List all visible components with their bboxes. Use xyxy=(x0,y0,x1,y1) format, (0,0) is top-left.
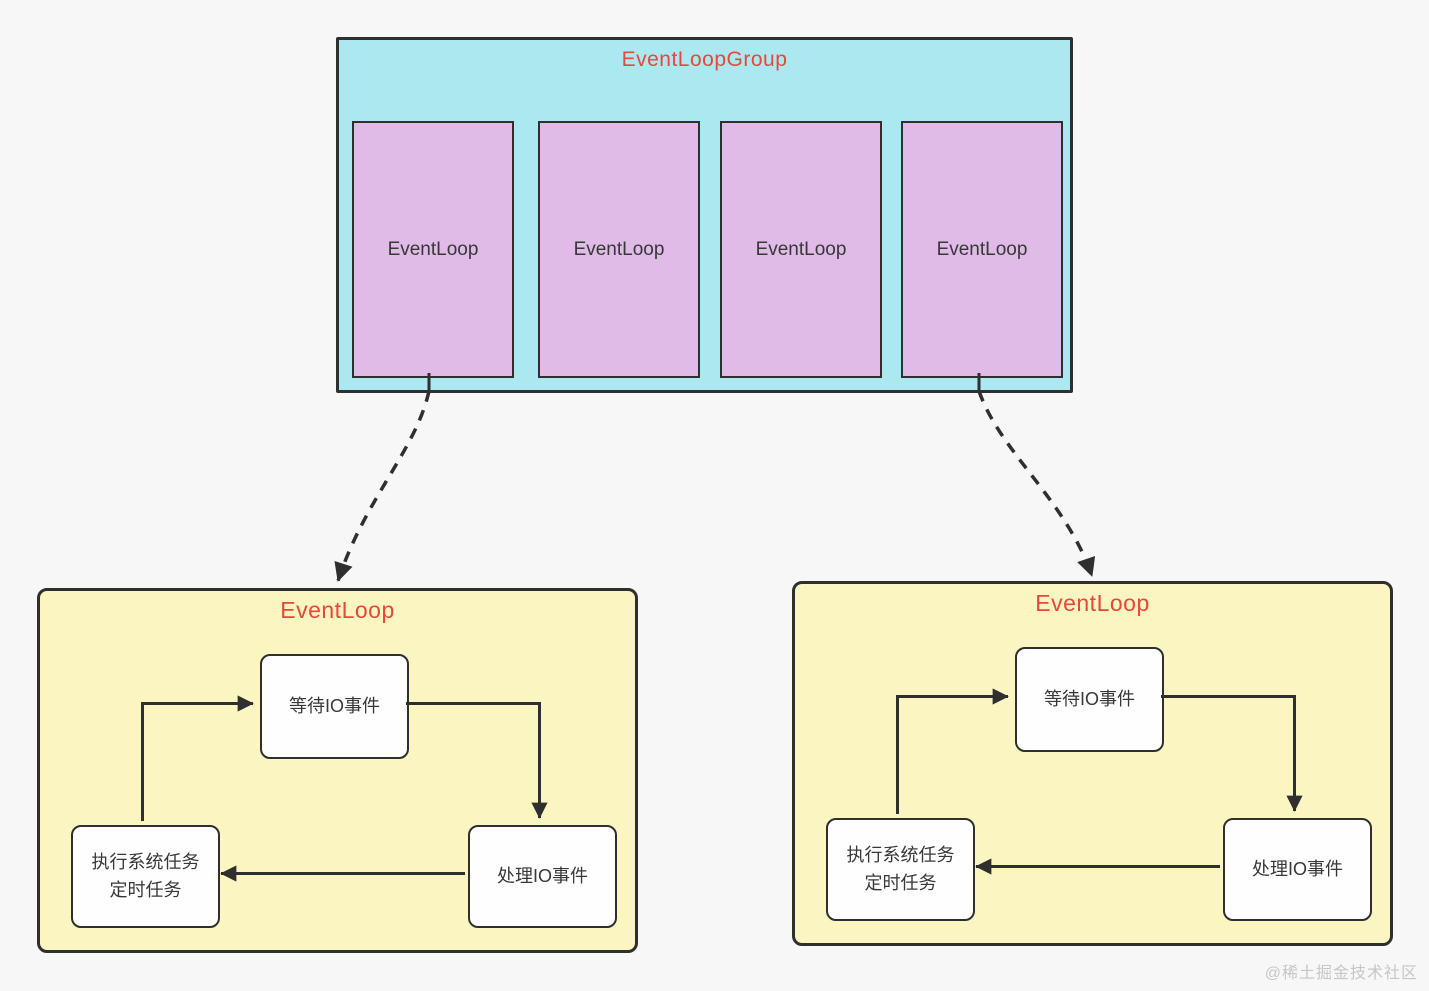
handle-io-node-right: 处理IO事件 xyxy=(1223,818,1372,921)
wait-io-node-left: 等待IO事件 xyxy=(260,654,409,759)
event-loop-box-1: EventLoop xyxy=(352,121,514,378)
event-loop-group-box: EventLoopGroup EventLoop EventLoop Event… xyxy=(336,37,1073,393)
wait-io-label-left: 等待IO事件 xyxy=(288,695,380,716)
dashed-connector-right xyxy=(977,390,1096,577)
event-loop-panel-right: EventLoop 等待IO事件 执行系统任务 定时任务 处理IO事件 xyxy=(792,581,1393,946)
handle-io-label-left: 处理IO事件 xyxy=(496,865,588,886)
handle-io-node-left: 处理IO事件 xyxy=(468,825,617,928)
event-loop-box-4: EventLoop xyxy=(901,121,1063,378)
exec-task-node-right: 执行系统任务 定时任务 xyxy=(826,818,975,921)
event-loop-box-2: EventLoop xyxy=(538,121,700,378)
event-loop-box-3-label: EventLoop xyxy=(755,238,847,260)
event-loop-panel-right-title: EventLoop xyxy=(1035,590,1150,616)
exec-task-line2-right: 定时任务 xyxy=(864,872,937,893)
event-loop-panel-left-title: EventLoop xyxy=(280,597,395,623)
wait-io-label-right: 等待IO事件 xyxy=(1043,688,1135,709)
handle-io-label-right: 处理IO事件 xyxy=(1251,858,1343,879)
exec-task-line1-right: 执行系统任务 xyxy=(846,844,955,865)
dashed-connector-left xyxy=(334,390,431,582)
event-loop-box-2-label: EventLoop xyxy=(573,238,665,260)
event-loop-box-3: EventLoop xyxy=(720,121,882,378)
wait-io-node-right: 等待IO事件 xyxy=(1015,647,1164,752)
watermark: @稀土掘金技术社区 xyxy=(1264,965,1418,982)
event-loop-box-4-label: EventLoop xyxy=(936,238,1028,260)
exec-task-line2-left: 定时任务 xyxy=(109,879,182,900)
exec-task-line1-left: 执行系统任务 xyxy=(91,851,200,872)
event-loop-panel-left: EventLoop 等待IO事件 执行系统任务 定时任务 处理IO事件 xyxy=(37,588,638,953)
event-loop-group-title: EventLoopGroup xyxy=(621,48,788,71)
event-loop-box-1-label: EventLoop xyxy=(387,238,479,260)
exec-task-node-left: 执行系统任务 定时任务 xyxy=(71,825,220,928)
